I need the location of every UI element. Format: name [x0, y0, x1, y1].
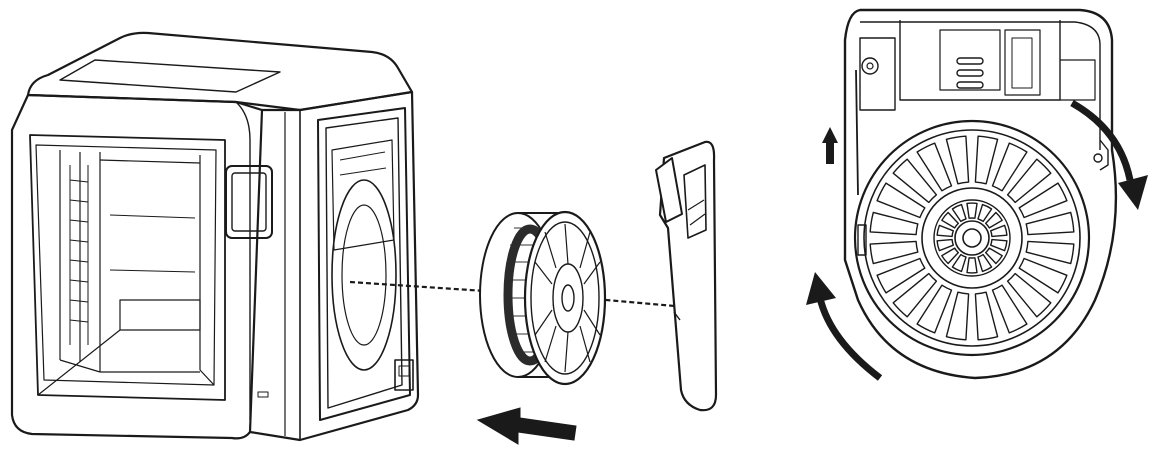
spool-spoke-cell [876, 257, 926, 294]
spool-spoke-cell [876, 182, 926, 219]
spool-spoke-cell [991, 142, 1028, 192]
spool-hub-cell [936, 238, 954, 252]
rotation-arrow-clockwise [1070, 99, 1148, 210]
spool-hub-cell [990, 224, 1008, 238]
spool-hub-cell [941, 211, 959, 229]
spool-spoke-cell [1018, 257, 1068, 294]
spool-spoke-cell [916, 284, 953, 334]
spool-spoke-cell [1006, 272, 1052, 318]
spool-hub-cell [951, 253, 967, 273]
spool-spoke-cell [892, 272, 938, 318]
spool-hub-cell [985, 247, 1003, 265]
spool-hub-cell [936, 224, 954, 238]
spool-spoke-cell [974, 291, 999, 341]
spool-hub-cell [966, 202, 978, 219]
spool-spoke-cell [991, 284, 1028, 334]
spool-spoke-cell [916, 142, 953, 192]
spool-spoke-cell [1025, 240, 1075, 265]
spool-hub-cell [941, 247, 959, 265]
spool-spoke-cell [1025, 211, 1075, 236]
spool-spoke-cell [1006, 158, 1052, 204]
spool-cover-panel [655, 140, 718, 412]
spool-spoke-cell [1018, 182, 1068, 219]
filament-spool [479, 210, 607, 386]
rotation-arrow-counter [806, 272, 883, 381]
printer-body [10, 31, 420, 442]
spool-spoke-cell [945, 135, 970, 185]
spool-hub-cell [977, 253, 993, 273]
spool-hub-cell [977, 203, 993, 223]
filament-feed-up-arrow [822, 127, 838, 164]
insert-direction-arrow [476, 407, 577, 445]
spool-spoke-cell [869, 240, 919, 265]
spool-hub-cell [985, 211, 1003, 229]
spool-spoke-cell [869, 211, 919, 236]
spool-hub-cell [990, 238, 1008, 252]
spool-spoke-cell [892, 158, 938, 204]
spool-hub-cell [951, 203, 967, 223]
spool-spoke-cell [974, 135, 999, 185]
spool-spoke-cell [945, 291, 970, 341]
spool-hub-cell [966, 257, 978, 274]
spool-compartment-detail [843, 8, 1118, 380]
